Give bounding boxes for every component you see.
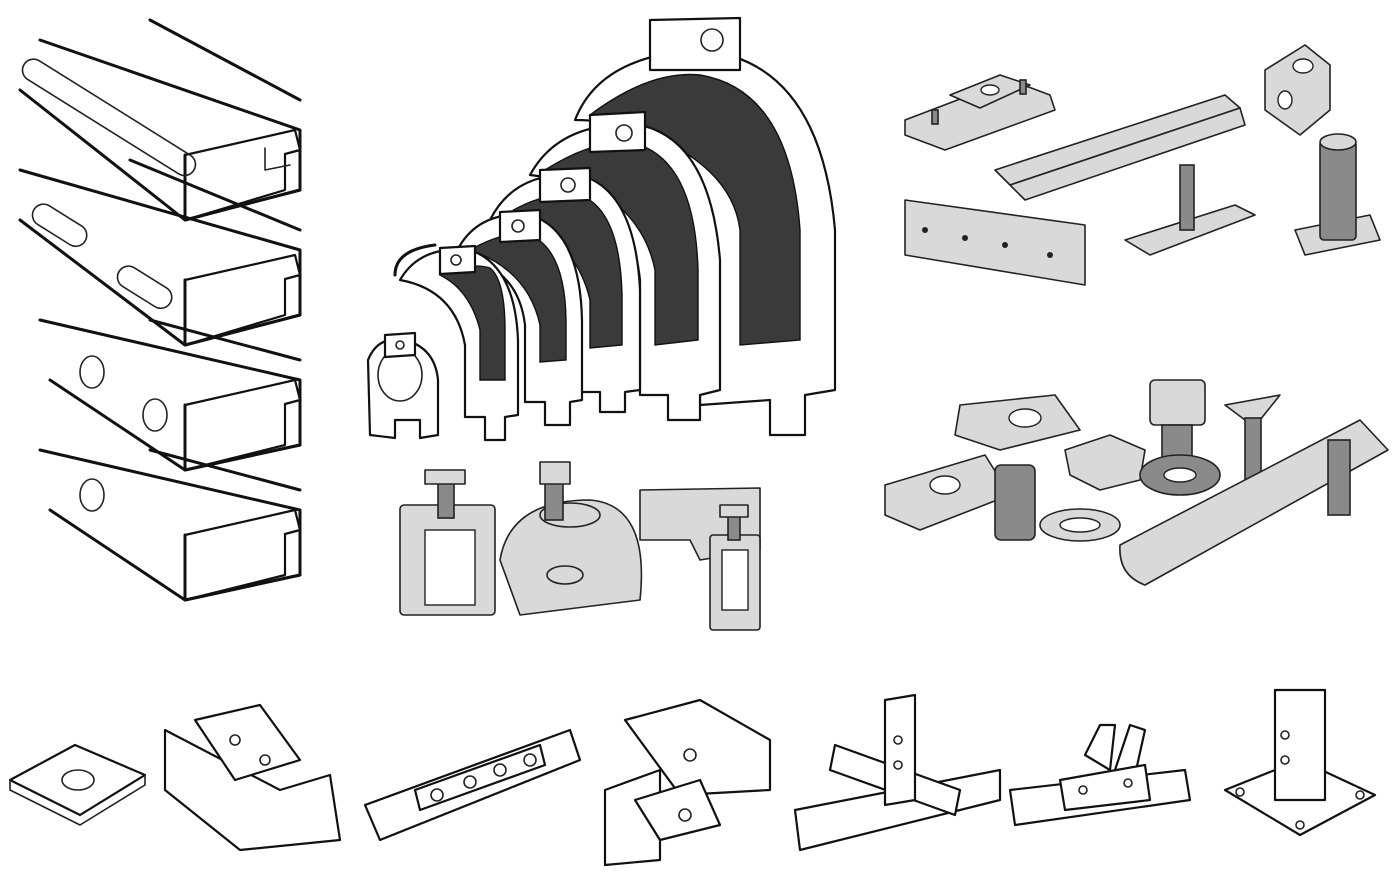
pipe-clamp-1 <box>366 243 440 440</box>
round-hole-channel-b <box>38 448 302 602</box>
round-hole-channel-a <box>38 318 302 472</box>
short-slot-channel <box>18 158 302 347</box>
channel-nut-2 <box>884 454 1011 531</box>
post-base <box>1223 688 1377 837</box>
flat-splice <box>163 703 342 852</box>
angle-fitting <box>603 698 772 867</box>
t-bolt <box>1124 164 1256 256</box>
long-slot-channel <box>18 18 302 222</box>
pipe-clamp-3 <box>453 208 584 427</box>
plate-nut <box>904 74 1056 151</box>
channel-rail <box>994 94 1246 201</box>
cross-fitting <box>793 693 1002 852</box>
beam-clamps <box>399 461 761 631</box>
channel-profiles <box>18 18 302 602</box>
beam-clamp-1 <box>399 469 496 616</box>
pipe-clamp-5 <box>528 110 722 422</box>
nuts-and-bolts <box>884 379 1389 586</box>
four-hole-plate <box>363 728 582 842</box>
splice-plate <box>904 199 1086 286</box>
channel-accessories <box>904 44 1381 286</box>
angle-bracket <box>1264 44 1331 136</box>
threaded-rod <box>1119 419 1389 586</box>
threaded-socket <box>1294 133 1381 256</box>
hex-bolt <box>1149 379 1206 466</box>
pipe-clamp-4 <box>488 166 642 414</box>
channel-fittings <box>8 688 1377 867</box>
pipe-clamp-2 <box>398 244 520 442</box>
cushioned-pipe-clamps <box>366 16 837 442</box>
beam-clamp-2 <box>499 461 643 616</box>
channel-nut <box>954 394 1081 451</box>
square-washer <box>8 743 147 826</box>
hex-nut <box>1064 434 1146 491</box>
beam-clamp-3 <box>639 487 761 631</box>
washer <box>1039 454 1221 542</box>
brace-fitting <box>1008 723 1192 827</box>
channel-nut-spring <box>994 464 1036 541</box>
